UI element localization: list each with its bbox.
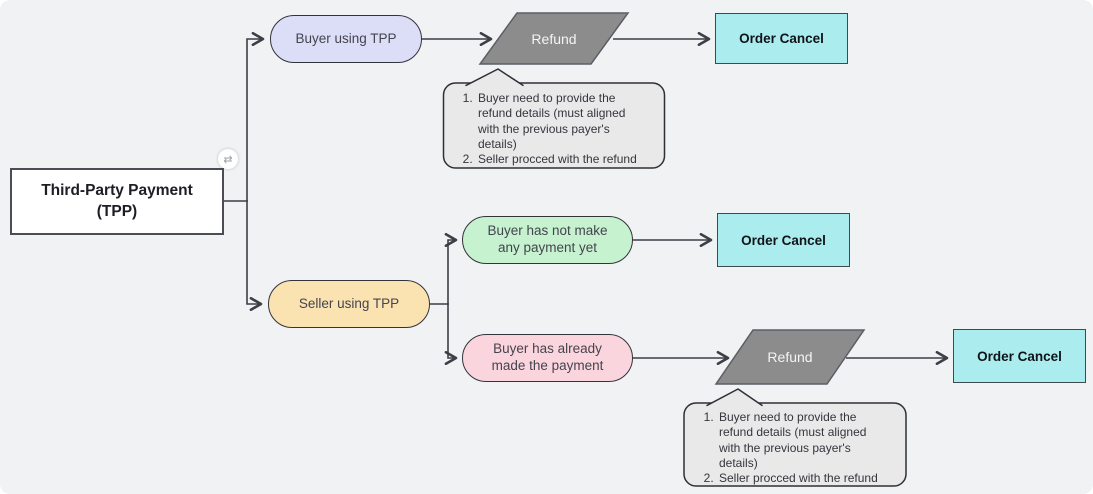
- note-bubble-buyer-flow[interactable]: [442, 68, 666, 169]
- node-buyer-using-tpp[interactable]: Buyer using TPP: [270, 15, 422, 63]
- connector-seller-to-nopayment: [444, 232, 458, 305]
- node-order-cancel-buyer-flow[interactable]: Order Cancel: [715, 13, 848, 64]
- root-node-tpp[interactable]: Third-Party Payment (TPP): [10, 168, 224, 235]
- note-bubble-body[interactable]: [683, 402, 907, 487]
- node-label: Buyer has already made the payment: [491, 341, 604, 373]
- refund-node-buyer-flow[interactable]: [478, 12, 630, 65]
- node-label: Order Cancel: [741, 232, 826, 248]
- node-order-cancel-seller-flow[interactable]: Order Cancel: [953, 329, 1086, 383]
- node-buyer-already-paid[interactable]: Buyer has already made the payment: [462, 334, 633, 382]
- root-node-label: Third-Party Payment (TPP): [41, 182, 193, 220]
- connector-root-to-seller: [246, 200, 263, 312]
- collapse-toggle-icon[interactable]: ⇄: [218, 149, 238, 169]
- node-buyer-no-payment[interactable]: Buyer has not make any payment yet: [462, 216, 633, 264]
- connector-seller-to-paid: [444, 303, 458, 366]
- node-order-cancel-no-payment[interactable]: Order Cancel: [717, 213, 850, 267]
- swap-arrows-icon: ⇄: [223, 153, 233, 166]
- note-bubble-tail: [465, 68, 524, 87]
- connector-group: [224, 31, 949, 366]
- node-label: Order Cancel: [977, 348, 1062, 364]
- node-seller-using-tpp[interactable]: Seller using TPP: [268, 280, 430, 328]
- node-label: Buyer using TPP: [295, 30, 397, 46]
- node-label: Seller using TPP: [298, 295, 400, 311]
- connector-root-to-buyer: [246, 31, 265, 202]
- refund-node-seller-flow[interactable]: [714, 329, 866, 385]
- node-label: Buyer has not make any payment yet: [487, 223, 608, 255]
- node-label: Order Cancel: [739, 31, 824, 46]
- note-bubble-seller-flow[interactable]: [683, 388, 907, 487]
- note-bubble-body[interactable]: [442, 82, 666, 169]
- note-bubble-tail: [706, 388, 763, 407]
